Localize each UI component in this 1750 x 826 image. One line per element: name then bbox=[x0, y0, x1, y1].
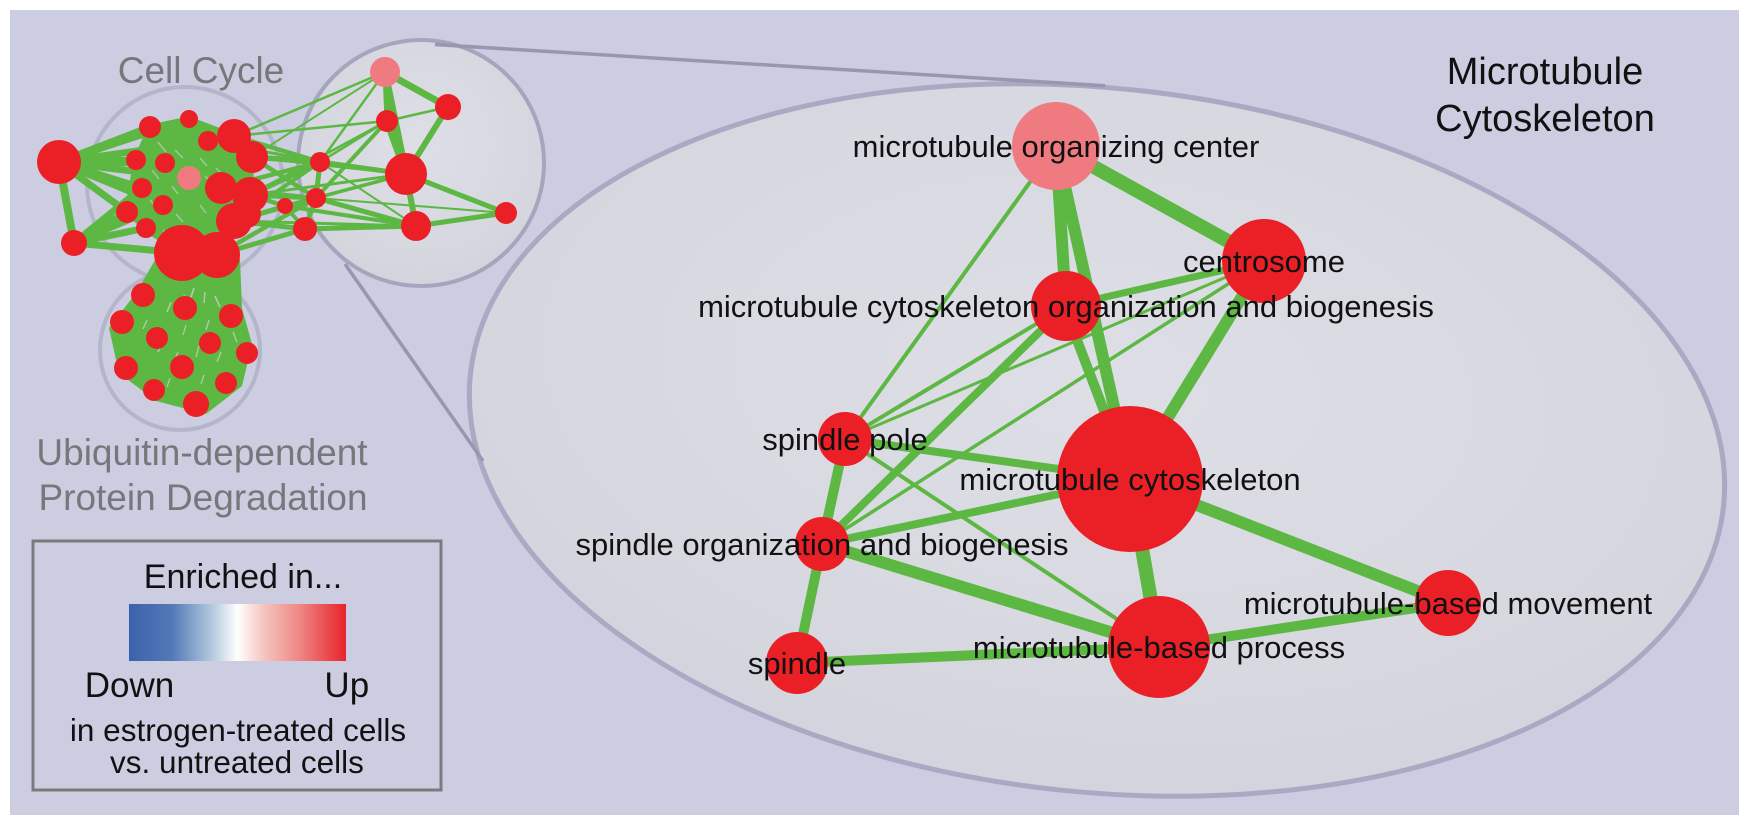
svg-text:Protein Degradation: Protein Degradation bbox=[38, 477, 367, 518]
svg-text:vs. untreated cells: vs. untreated cells bbox=[110, 744, 364, 780]
svg-text:spindle pole: spindle pole bbox=[762, 422, 927, 457]
svg-text:microtubule-based movement: microtubule-based movement bbox=[1244, 586, 1653, 621]
svg-text:in estrogen-treated cells: in estrogen-treated cells bbox=[70, 712, 406, 748]
svg-text:microtubule cytoskeleton organ: microtubule cytoskeleton organization an… bbox=[698, 289, 1434, 324]
svg-text:Enriched in...: Enriched in... bbox=[144, 558, 342, 596]
svg-text:Up: Up bbox=[324, 666, 369, 705]
svg-text:Microtubule: Microtubule bbox=[1447, 51, 1643, 93]
svg-text:microtubule cytoskeleton: microtubule cytoskeleton bbox=[959, 462, 1300, 497]
svg-text:Cytoskeleton: Cytoskeleton bbox=[1435, 98, 1655, 140]
svg-text:spindle: spindle bbox=[748, 646, 846, 681]
svg-text:Ubiquitin-dependent: Ubiquitin-dependent bbox=[36, 432, 368, 473]
svg-text:Cell Cycle: Cell Cycle bbox=[118, 50, 285, 91]
svg-text:spindle organization and bioge: spindle organization and biogenesis bbox=[576, 527, 1069, 562]
svg-text:microtubule organizing center: microtubule organizing center bbox=[853, 129, 1260, 164]
svg-text:centrosome: centrosome bbox=[1183, 244, 1345, 279]
svg-text:Down: Down bbox=[85, 666, 174, 705]
svg-text:microtubule-based process: microtubule-based process bbox=[973, 630, 1345, 665]
